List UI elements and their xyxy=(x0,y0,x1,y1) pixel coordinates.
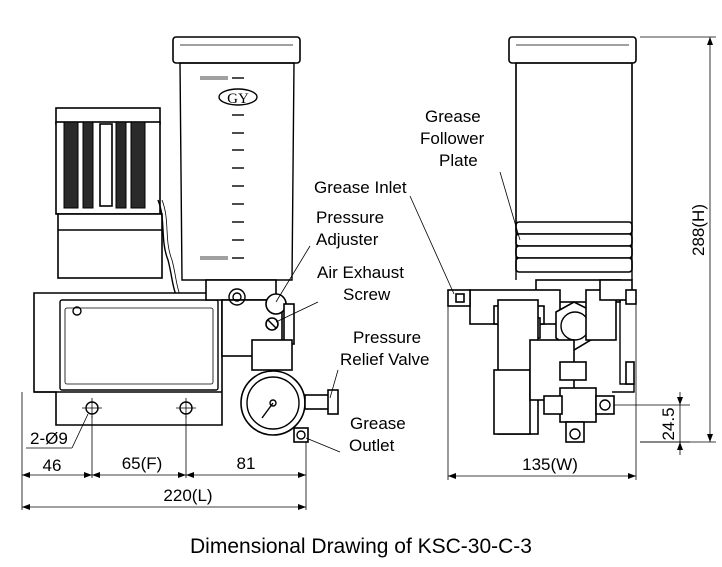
reservoir-cap-front xyxy=(172,36,301,64)
reservoir-side xyxy=(515,62,633,224)
leader-lines xyxy=(275,171,521,453)
label-grease-inlet: Grease Inlet xyxy=(314,178,407,197)
dim-46: 46 xyxy=(43,456,62,475)
label-grease-follower-1: Grease xyxy=(425,107,481,126)
label-air-exhaust-2: Screw xyxy=(343,285,391,304)
outlet-cross-side xyxy=(559,387,597,423)
label-pressure-relief-1: Pressure xyxy=(353,328,421,347)
grease-follower-plate xyxy=(515,221,633,235)
dimension-lines xyxy=(21,36,716,510)
side-view xyxy=(447,36,637,443)
reservoir-front xyxy=(179,62,295,281)
front-view: GY xyxy=(33,36,339,443)
level-scale xyxy=(200,76,244,260)
label-grease-follower-3: Plate xyxy=(439,151,478,170)
dim-65f: 65(F) xyxy=(122,454,163,473)
label-grease-outlet-2: Outlet xyxy=(349,436,395,455)
dim-81: 81 xyxy=(237,454,256,473)
dim-135w: 135(W) xyxy=(522,455,578,474)
reservoir-cap-side xyxy=(508,36,637,64)
caption: Dimensional Drawing of KSC-30-C-3 xyxy=(190,535,532,558)
label-pressure-relief-2: Relief Valve xyxy=(340,350,429,369)
motor-flange xyxy=(57,213,163,279)
label-pressure-adjuster-2: Adjuster xyxy=(316,230,379,249)
callout-labels: Grease Follower Plate Grease Inlet Press… xyxy=(314,107,485,455)
label-pressure-adjuster-1: Pressure xyxy=(316,208,384,227)
motor-cable xyxy=(157,199,177,296)
dimension-texts: 2-Ø9 46 65(F) 81 220(L) 135(W) 288(H) 24… xyxy=(30,204,708,505)
dim-220l: 220(L) xyxy=(163,486,212,505)
dim-hole: 2-Ø9 xyxy=(30,429,68,448)
dim-24-5: 24.5 xyxy=(659,407,678,440)
label-grease-outlet-1: Grease xyxy=(350,414,406,433)
logo-text: GY xyxy=(227,91,249,107)
label-air-exhaust-1: Air Exhaust xyxy=(317,263,404,282)
pressure-adjuster-front xyxy=(228,288,246,306)
dim-288h: 288(H) xyxy=(689,204,708,256)
label-grease-follower-2: Follower xyxy=(420,129,485,148)
grease-outlet-front xyxy=(293,427,309,443)
gauge-side xyxy=(493,369,531,435)
pump-housing-front xyxy=(33,292,223,426)
gy-logo xyxy=(218,88,258,106)
